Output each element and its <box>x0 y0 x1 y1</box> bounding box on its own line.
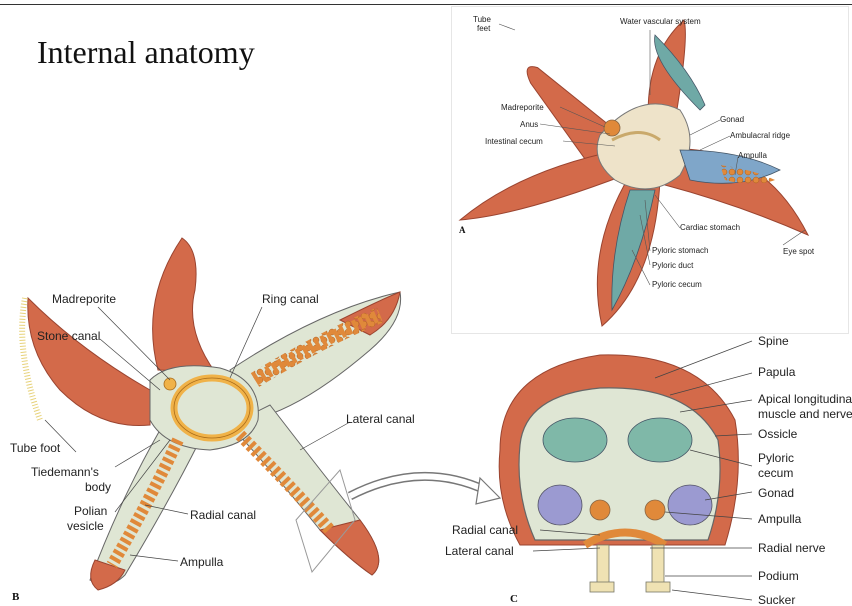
label-a-eye-spot: Eye spot <box>783 247 815 256</box>
label-a-pyloric-stomach: Pyloric stomach <box>652 246 708 255</box>
label-c-lateral-canal: Lateral canal <box>445 544 514 558</box>
label-c-pyloric-2: cecum <box>758 466 793 480</box>
label-c-apical-2: muscle and nerve <box>758 407 852 421</box>
label-a-anus: Anus <box>520 120 538 129</box>
label-b-radial-canal: Radial canal <box>190 508 256 522</box>
label-b-madreporite: Madreporite <box>52 292 116 306</box>
label-a-madreporite: Madreporite <box>501 103 544 112</box>
label-a-pyloric-cecum: Pyloric cecum <box>652 280 702 289</box>
label-a-cardiac-stomach: Cardiac stomach <box>680 223 740 232</box>
panel-b-starfish <box>22 238 500 590</box>
label-c-papula: Papula <box>758 365 796 379</box>
label-a-ambulacral-ridge: Ambulacral ridge <box>730 131 791 140</box>
label-b-tube-foot: Tube foot <box>10 441 61 455</box>
label-c-gonad: Gonad <box>758 486 794 500</box>
label-a-intestinal-cecum: Intestinal cecum <box>485 137 543 146</box>
panel-c-letter: C <box>510 593 518 605</box>
label-b-lateral-canal: Lateral canal <box>346 412 415 426</box>
label-c-radial-nerve: Radial nerve <box>758 541 826 555</box>
label-c-sucker: Sucker <box>758 593 795 606</box>
label-a-tube-feet-2: feet <box>477 24 491 33</box>
label-b-tiedemann-2: body <box>85 480 111 494</box>
label-c-spine: Spine <box>758 334 789 348</box>
label-c-apical-1: Apical longitudina <box>758 392 852 406</box>
panel-a-letter: A <box>459 225 466 235</box>
label-b-polian-2: vesicle <box>67 519 104 533</box>
label-a-water-vascular: Water vascular system <box>620 17 701 26</box>
label-a-tube-feet-1: Tube <box>473 15 491 24</box>
label-c-ossicle: Ossicle <box>758 427 798 441</box>
label-b-ampulla: Ampulla <box>180 555 224 569</box>
panel-c-cross-section <box>499 355 738 592</box>
label-c-radial-canal: Radial canal <box>452 523 518 537</box>
label-b-ring-canal: Ring canal <box>262 292 319 306</box>
label-c-ampulla: Ampulla <box>758 512 802 526</box>
label-b-stone-canal: Stone canal <box>37 329 100 343</box>
label-a-gonad: Gonad <box>720 115 744 124</box>
label-c-podium: Podium <box>758 569 799 583</box>
label-a-ampulla: Ampulla <box>738 151 767 160</box>
label-b-polian-1: Polian <box>74 504 107 518</box>
label-c-pyloric-1: Pyloric <box>758 451 794 465</box>
panel-b-letter: B <box>12 591 20 603</box>
label-a-pyloric-duct: Pyloric duct <box>652 261 694 270</box>
label-b-tiedemann-1: Tiedemann's <box>31 465 99 479</box>
